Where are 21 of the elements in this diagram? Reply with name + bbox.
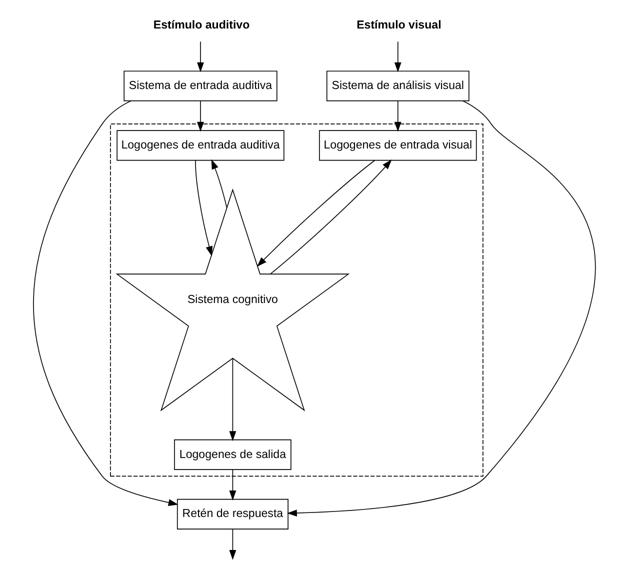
node-box: Sistema de análisis visual — [326, 70, 469, 102]
arrow — [228, 528, 236, 560]
arrow — [196, 100, 204, 132]
cluster — [110, 124, 483, 477]
arrow — [286, 100, 595, 517]
arrow — [256, 160, 375, 267]
arrow — [196, 41, 204, 72]
node-box: Sistema de entrada auditiva — [123, 70, 277, 102]
node-box: Retén de respuesta — [176, 498, 288, 530]
node-text: Estímulo visual — [356, 20, 441, 32]
node-box: Logogenes de entrada visual — [318, 130, 476, 161]
arrow — [194, 160, 212, 256]
node-box: Logogenes de entrada auditiva — [116, 130, 284, 161]
arrow — [32, 100, 178, 506]
arrow — [394, 41, 401, 72]
node-box: Logogenes de salida — [174, 439, 291, 470]
arrow — [394, 100, 401, 132]
node-text: Estímulo auditivo — [152, 20, 250, 32]
arrow — [270, 159, 392, 274]
arrow — [228, 469, 236, 500]
arrow — [210, 159, 227, 208]
